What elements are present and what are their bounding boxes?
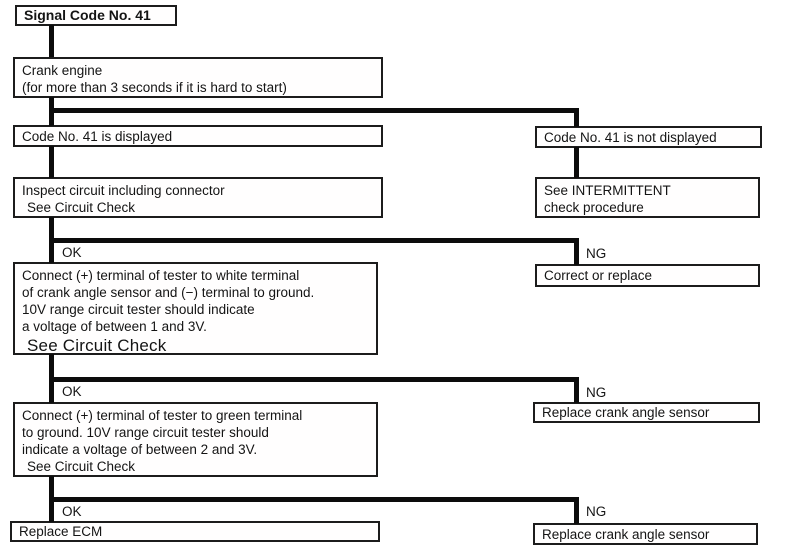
node-test-green-line4: See Circuit Check [27,459,136,474]
connector-v-displayed-to-inspect [49,146,54,178]
node-inspect-circuit-line2: See Circuit Check [27,200,136,215]
node-intermittent-line1: See INTERMITTENT [544,183,671,198]
node-replace-cas-2-text: Replace crank angle sensor [542,526,710,542]
connector-v-branch2-to-correct [574,238,579,265]
ok-label-1: OK [62,245,82,260]
connector-h-branch-4 [49,497,579,502]
node-intermittent-check: See INTERMITTENT check procedure [535,177,760,218]
connector-h-branch-2 [49,238,579,243]
ng-label-3: NG [586,504,607,519]
ok-label-3: OK [62,504,82,519]
node-replace-cas-1-text: Replace crank angle sensor [542,405,710,420]
node-crank-engine: Crank engine (for more than 3 seconds if… [13,57,383,98]
connector-h-branch-1 [49,108,579,113]
connector-v-branch1-to-notdisplayed [574,108,579,127]
node-replace-crank-angle-sensor-1: Replace crank angle sensor [533,402,760,423]
node-code-not-displayed: Code No. 41 is not displayed [535,126,762,148]
node-replace-ecm-text: Replace ECM [19,524,103,539]
node-test-green-line1: Connect (+) terminal of tester to green … [22,408,303,423]
node-signal-code: Signal Code No. 41 [15,5,177,26]
node-test-white-line4: a voltage of between 1 and 3V. [22,319,207,334]
node-test-green-line3: indicate a voltage of between 2 and 3V. [22,442,258,457]
node-test-white-line1: Connect (+) terminal of tester to white … [22,268,300,283]
connector-v-branch4-to-replacecas2 [574,497,579,524]
connector-h-branch-3 [49,377,579,382]
node-code-not-displayed-text: Code No. 41 is not displayed [544,129,717,145]
node-inspect-circuit: Inspect circuit including connector See … [13,177,383,218]
node-intermittent-line2: check procedure [544,200,644,215]
node-test-green-terminal: Connect (+) terminal of tester to green … [13,402,378,477]
ok-label-2: OK [62,384,82,399]
connector-v-branch3-to-replacecas1 [574,377,579,403]
node-replace-ecm: Replace ECM [10,521,380,542]
ng-label-1: NG [586,246,607,261]
node-signal-code-text: Signal Code No. 41 [24,7,151,23]
node-replace-crank-angle-sensor-2: Replace crank angle sensor [533,523,758,545]
ng-label-2: NG [586,385,607,400]
connector-v-signal-to-crank [49,25,54,57]
node-crank-engine-line2: (for more than 3 seconds if it is hard t… [22,80,287,95]
node-correct-or-replace-text: Correct or replace [544,268,653,283]
node-code-displayed: Code No. 41 is displayed [13,125,383,147]
connector-v-notdisplayed-to-intermittent [574,147,579,178]
node-test-white-line2: of crank angle sensor and (−) terminal t… [22,285,315,300]
node-inspect-circuit-line1: Inspect circuit including connector [22,183,225,198]
node-correct-or-replace: Correct or replace [535,264,760,287]
node-crank-engine-line1: Crank engine [22,63,103,78]
node-code-displayed-text: Code No. 41 is displayed [22,128,173,144]
node-test-white-terminal: Connect (+) terminal of tester to white … [13,262,378,355]
node-test-white-line3: 10V range circuit tester should indicate [22,302,255,317]
node-test-white-line5: See Circuit Check [27,336,167,355]
node-test-green-line2: to ground. 10V range circuit tester shou… [22,425,269,440]
